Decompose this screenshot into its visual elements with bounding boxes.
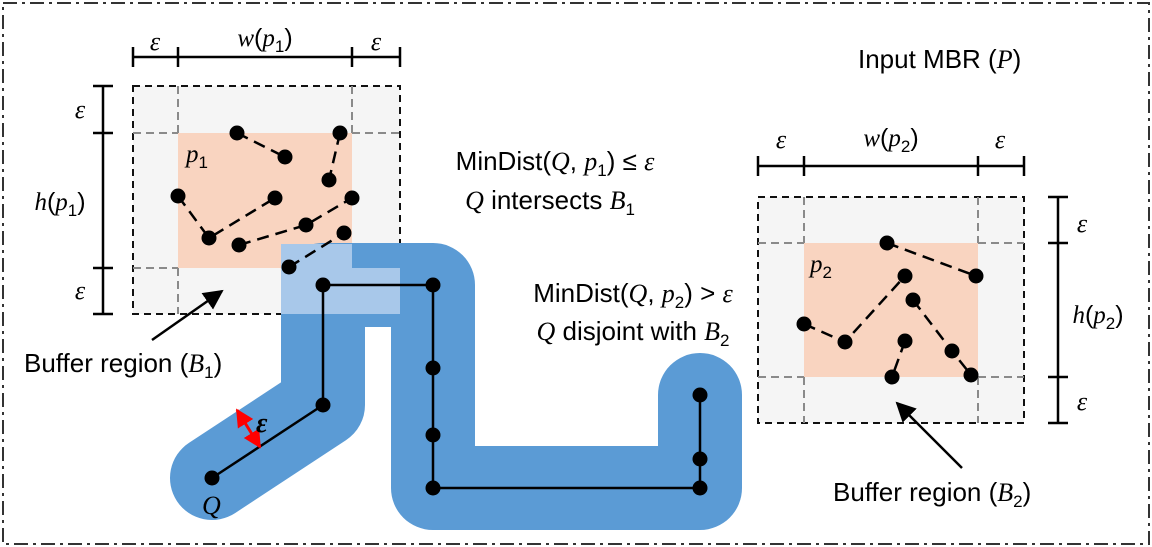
query-buffer-overlap-b1 (281, 244, 400, 314)
epsilon-label-p1-top-left: ε (150, 27, 161, 56)
epsilon-label-p2-right-top: ε (1077, 209, 1088, 238)
p1-points (170, 125, 360, 275)
epsilon-label-p2-top-left: ε (776, 125, 787, 154)
query-trajectory (204, 277, 708, 496)
epsilon-label-p1-left-top: ε (75, 95, 86, 124)
w-p1-label: w(p1) (237, 24, 292, 56)
query-q-label: Q (202, 491, 221, 520)
epsilon-label-p2-top-right: ε (995, 125, 1006, 154)
q-disjoint-b2-label: Q disjoint with B2 (537, 316, 730, 350)
epsilon-arrow-query (235, 408, 262, 449)
corner-guides-p2 (758, 197, 1024, 423)
input-mbr-label: Input MBR (P) (858, 44, 1021, 74)
buffer-b1-border (132, 85, 401, 315)
buffer-b2-border (757, 196, 1025, 424)
query-epsilon-label: ε (256, 408, 268, 439)
buffer-region-b1-label: Buffer region (B1) (24, 348, 222, 382)
q-intersects-b1-label: Q intersects B1 (465, 185, 635, 219)
dimension-lines-p1 (93, 47, 402, 316)
epsilon-label-p1-top-right: ε (371, 27, 382, 56)
buffer-region-b2-label: Buffer region (B2) (833, 477, 1031, 511)
p1-trajectories (176, 131, 353, 269)
mindist-p2-label: MinDist(Q, p2) > ε (533, 278, 733, 312)
epsilon-label-p2-right-bottom: ε (1077, 387, 1088, 416)
arrow-buffer-b2 (895, 401, 963, 469)
w-p2-label: w(p2) (863, 124, 918, 156)
h-p1-label: h(p1) (34, 188, 85, 220)
mindist-p1-label: MinDist(Q, p1) ≤ ε (456, 146, 655, 180)
arrow-buffer-b1 (151, 289, 224, 342)
p1-label: p1 (184, 141, 208, 172)
p2-points (796, 235, 984, 385)
h-p2-label: h(p2) (1072, 301, 1123, 333)
epsilon-label-p1-left-bottom: ε (75, 276, 86, 305)
mbr-p2-group (757, 196, 1025, 424)
p2-label: p2 (808, 251, 832, 282)
dimension-lines-p2 (756, 156, 1068, 425)
